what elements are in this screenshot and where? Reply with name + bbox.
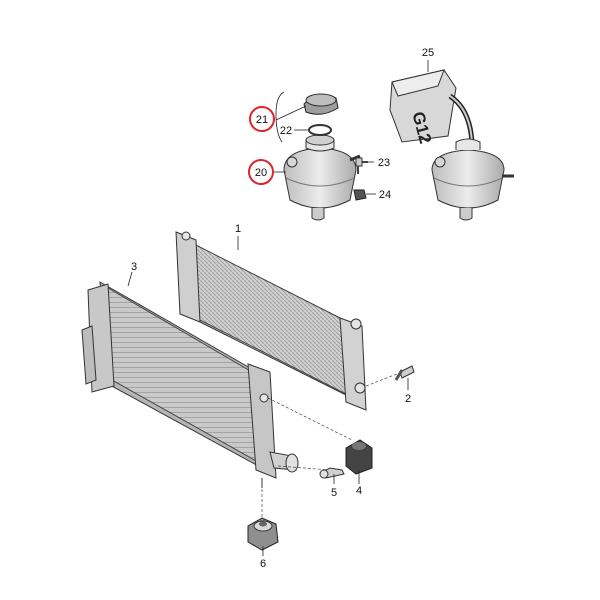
highlight-ring-20: [248, 159, 274, 185]
leader-lines: [127, 60, 429, 556]
callout-2: 2: [405, 393, 411, 405]
mount-part-4: [345, 439, 373, 475]
callout-1: 1: [235, 223, 241, 235]
callout-22: 22: [280, 125, 292, 137]
callout-6: 6: [260, 558, 266, 570]
callout-24: 24: [379, 189, 391, 201]
callout-20: 20: [255, 167, 267, 179]
callout-23: 23: [378, 157, 390, 169]
screw-part-5: [319, 467, 345, 479]
highlight-rings: [248, 106, 275, 185]
callout-3: 3: [131, 261, 137, 273]
nut-part-24: [353, 189, 367, 201]
callout-21: 21: [256, 114, 268, 126]
expansion-tank-part-20: [283, 134, 361, 221]
bolt-part-23: [355, 157, 368, 174]
bolt-part-2: [394, 365, 415, 381]
intercooler-part-3: [81, 281, 299, 488]
callout-labels: 1 2 3 4 5 6 20 21 22 23 24 25: [131, 47, 434, 570]
radiator-part-1: [175, 231, 367, 411]
highlight-ring-21: [249, 106, 275, 132]
bracket-part-6: [247, 517, 279, 551]
assembly-lines: [261, 371, 403, 520]
seal-part-22: [308, 124, 332, 136]
callout-4: 4: [356, 485, 362, 497]
cap-part-21: [303, 93, 339, 115]
callout-25: 25: [422, 47, 434, 59]
callout-5: 5: [331, 487, 337, 499]
expansion-tank-filled: [431, 138, 514, 221]
